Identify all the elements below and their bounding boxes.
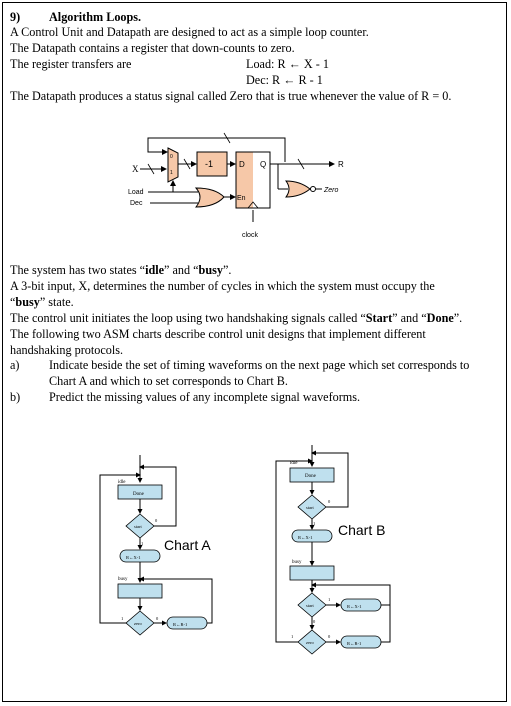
svg-text:R←R-1: R←R-1	[173, 622, 187, 627]
item-a-line: Indicate beside the set of timing wavefo…	[49, 358, 470, 372]
desc-line: The system has two states “idle” and “bu…	[10, 263, 232, 277]
svg-text:start: start	[306, 505, 314, 510]
chart-a-title: Chart A	[164, 537, 211, 553]
asm-chart-a: idle Done start 0 1 R←X-1 busy zero 1 0 …	[99, 455, 213, 636]
svg-text:0: 0	[328, 499, 331, 504]
zero-label: Zero	[323, 187, 339, 194]
item-label-b: b)	[10, 390, 21, 404]
mux	[167, 147, 179, 183]
svg-text:zero: zero	[306, 640, 314, 645]
desc-line: The control unit initiates the loop usin…	[10, 311, 463, 325]
svg-text:Q: Q	[260, 160, 266, 169]
desc-line: handshaking protocols.	[10, 343, 124, 357]
asm-chart-b: idle Done start 0 1 R←X-1 busy start 1 R…	[275, 445, 391, 655]
svg-text:busy: busy	[118, 577, 128, 582]
page-frame	[2, 2, 507, 702]
desc-line: “busy” state.	[10, 295, 74, 309]
svg-text:0: 0	[170, 154, 173, 160]
question-title: Algorithm Loops.	[49, 10, 142, 24]
intro-line: A Control Unit and Datapath are designed…	[10, 25, 369, 39]
x-label: X	[132, 164, 139, 174]
svg-text:1: 1	[121, 616, 123, 621]
svg-text:Done: Done	[133, 492, 145, 497]
desc-line: A 3-bit input, X, determines the number …	[10, 279, 435, 293]
item-a-line: Chart A and which to set corresponds to …	[49, 374, 288, 388]
svg-text:idle: idle	[290, 461, 298, 466]
svg-text:0: 0	[156, 616, 159, 621]
svg-text:0: 0	[155, 518, 158, 523]
status-line: The Datapath produces a status signal ca…	[10, 89, 452, 103]
datapath-diagram: X 0 1 -1 D Q En clock R Zero Load Dec	[128, 132, 344, 239]
intro-line: The register transfers are	[10, 57, 132, 71]
nor-gate	[285, 180, 311, 198]
svg-text:R←R-1: R←R-1	[347, 641, 361, 646]
load-label: Load	[128, 189, 144, 196]
svg-text:1: 1	[328, 597, 330, 602]
or-gate	[194, 187, 225, 208]
svg-text:R←X-1: R←X-1	[347, 604, 362, 609]
item-b-line: Predict the missing values of any incomp…	[49, 390, 361, 404]
svg-text:0: 0	[313, 619, 316, 624]
svg-text:1: 1	[313, 521, 315, 526]
svg-text:Done: Done	[305, 474, 317, 479]
svg-text:start: start	[134, 524, 142, 529]
intro-line: The Datapath contains a register that do…	[10, 41, 295, 55]
svg-text:R←X-1: R←X-1	[298, 535, 313, 540]
svg-text:start: start	[306, 603, 314, 608]
svg-text:D: D	[239, 160, 245, 169]
svg-text:1: 1	[141, 541, 143, 546]
busy-state-box	[289, 565, 335, 581]
svg-text:zero: zero	[134, 621, 142, 626]
busy-state-box	[117, 583, 163, 599]
svg-text:En: En	[237, 195, 246, 202]
svg-text:1: 1	[291, 634, 293, 639]
zero-decision	[125, 610, 155, 636]
item-label-a: a)	[10, 358, 20, 372]
svg-text:-1: -1	[205, 159, 213, 169]
desc-line: The following two ASM charts describe co…	[10, 327, 426, 341]
svg-text:idle: idle	[118, 480, 126, 485]
chart-b-title: Chart B	[338, 522, 385, 538]
svg-text:1: 1	[170, 170, 173, 176]
svg-text:R←X-1: R←X-1	[126, 555, 141, 560]
svg-text:0: 0	[328, 634, 331, 639]
zero-decision	[297, 629, 327, 655]
svg-text:busy: busy	[292, 560, 302, 565]
clock-label: clock	[242, 232, 258, 239]
dec-label: Dec	[130, 200, 143, 207]
question-number: 9)	[10, 10, 21, 24]
transfer-load: Load: R ← X - 1	[246, 57, 329, 71]
transfer-dec: Dec: R ← R - 1	[246, 73, 323, 87]
svg-text:R: R	[338, 160, 344, 169]
